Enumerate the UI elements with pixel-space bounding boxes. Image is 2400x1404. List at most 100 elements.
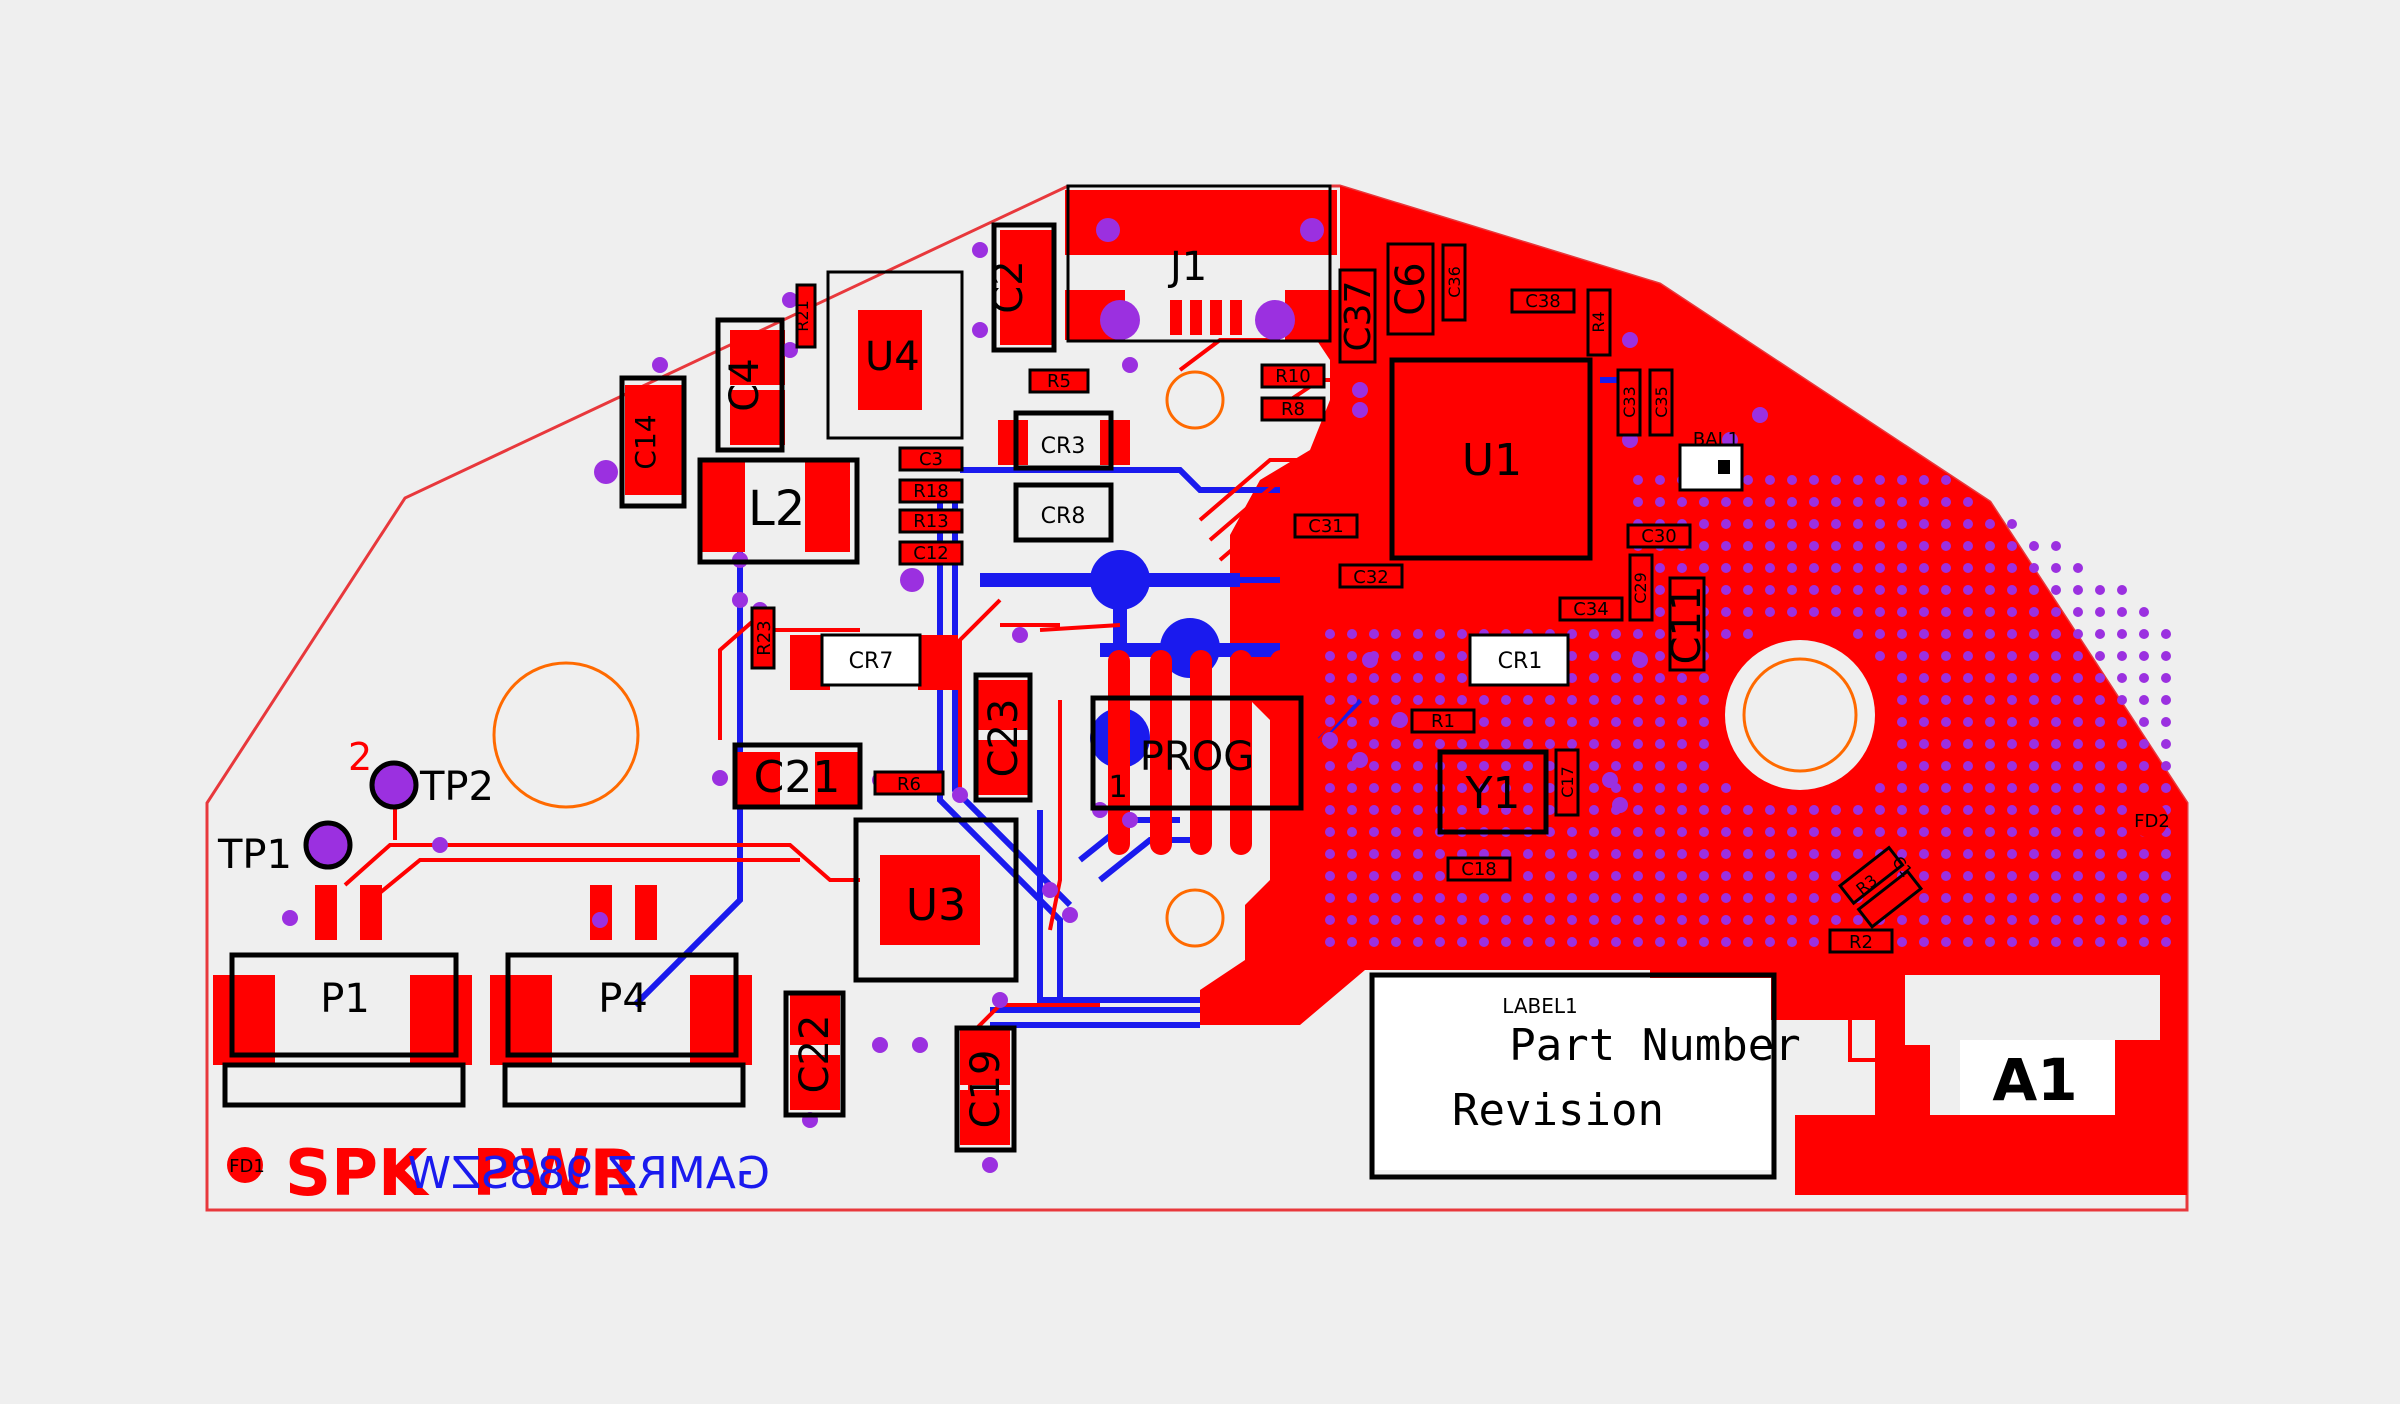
- label-tp2: TP2: [419, 764, 494, 810]
- stitching-via: [1677, 805, 1687, 815]
- stitching-via: [1413, 937, 1423, 947]
- label-tp1: TP1: [217, 832, 292, 878]
- stitching-via: [1523, 849, 1533, 859]
- stitching-via: [1897, 585, 1907, 595]
- stitching-via: [1809, 849, 1819, 859]
- label-u3: U3: [906, 880, 966, 931]
- stitching-via: [1897, 783, 1907, 793]
- stitching-via: [1875, 805, 1885, 815]
- stitching-via: [1479, 717, 1489, 727]
- stitching-via: [1435, 673, 1445, 683]
- stitching-via: [1567, 849, 1577, 859]
- stitching-via: [2029, 651, 2039, 661]
- label1-background: [1375, 978, 1771, 1170]
- tp2-pad[interactable]: [369, 760, 419, 810]
- stitching-via: [1545, 871, 1555, 881]
- stitching-via: [1765, 805, 1775, 815]
- stitching-via: [1677, 937, 1687, 947]
- label-fd1: FD1: [229, 1156, 265, 1177]
- stitching-via: [1963, 519, 1973, 529]
- stitching-via: [1435, 651, 1445, 661]
- stitching-via: [1985, 849, 1995, 859]
- stitching-via: [1611, 849, 1621, 859]
- stitching-via: [1831, 497, 1841, 507]
- stitching-via: [2139, 849, 2149, 859]
- stitching-via: [1985, 717, 1995, 727]
- tp1-pad[interactable]: [303, 820, 353, 870]
- label-p1: P1: [320, 976, 370, 1022]
- stitching-via: [1325, 937, 1335, 947]
- stitching-via: [1743, 915, 1753, 925]
- stitching-via: [2161, 651, 2171, 661]
- stitching-via: [1765, 519, 1775, 529]
- stitching-via: [1809, 563, 1819, 573]
- stitching-via: [2051, 695, 2061, 705]
- stitching-via: [1391, 651, 1401, 661]
- label-c2: C2: [986, 260, 1032, 313]
- stitching-via: [1809, 541, 1819, 551]
- stitching-via: [1567, 695, 1577, 705]
- stitching-via: [1963, 871, 1973, 881]
- stitching-via: [1611, 717, 1621, 727]
- stitching-via: [1853, 849, 1863, 859]
- stitching-via: [1897, 915, 1907, 925]
- stitching-via: [1325, 761, 1335, 771]
- label-c36: C36: [1445, 266, 1464, 298]
- label-y1: Y1: [1465, 768, 1521, 819]
- stitching-via: [2095, 805, 2105, 815]
- stitching-via: [1633, 739, 1643, 749]
- stitching-via: [1347, 893, 1357, 903]
- stitching-via: [1435, 739, 1445, 749]
- stitching-via: [1743, 805, 1753, 815]
- stitching-via: [1677, 827, 1687, 837]
- stitching-via: [1765, 541, 1775, 551]
- label-c35: C35: [1652, 386, 1671, 418]
- small-silk-boxes: [750, 242, 1894, 954]
- stitching-via: [1919, 849, 1929, 859]
- stitching-via: [1589, 805, 1599, 815]
- stitching-via: [1963, 695, 1973, 705]
- stitching-via: [1611, 893, 1621, 903]
- stitching-via: [1831, 849, 1841, 859]
- stitching-via: [2007, 761, 2017, 771]
- stitching-via: [1413, 871, 1423, 881]
- stitching-via: [1369, 717, 1379, 727]
- stitching-via: [1787, 893, 1797, 903]
- stitching-via: [1985, 783, 1995, 793]
- label-c38: C38: [1525, 291, 1560, 312]
- label-c17: C17: [1558, 766, 1577, 798]
- stitching-via: [1853, 541, 1863, 551]
- label-j1: J1: [1167, 244, 1207, 290]
- stitching-via: [1369, 761, 1379, 771]
- stitching-via: [1963, 827, 1973, 837]
- stitching-via: [1765, 937, 1775, 947]
- stitching-via: [2007, 915, 2017, 925]
- stitching-via: [2073, 651, 2083, 661]
- bottom-pad-1: [1090, 550, 1150, 610]
- stitching-via: [1457, 805, 1467, 815]
- stitching-via: [2161, 739, 2171, 749]
- stitching-via: [1589, 893, 1599, 903]
- stitching-via: [1633, 937, 1643, 947]
- stitching-via: [1545, 739, 1555, 749]
- stitching-via: [1413, 739, 1423, 749]
- stitching-via: [1677, 695, 1687, 705]
- stitching-via: [1589, 651, 1599, 661]
- mount-hole-right: [1742, 657, 1858, 773]
- stitching-via: [2073, 827, 2083, 837]
- top-layer-text: SPK PWR: [285, 1137, 639, 1211]
- stitching-via: [2051, 805, 2061, 815]
- mount-hole-left: [492, 661, 640, 809]
- stitching-via: [1655, 849, 1665, 859]
- stitching-via: [2007, 827, 2017, 837]
- label-u1: U1: [1462, 435, 1522, 486]
- stitching-via: [1413, 673, 1423, 683]
- stitching-via: [1523, 695, 1533, 705]
- stitching-via: [1391, 739, 1401, 749]
- stitching-via: [1369, 893, 1379, 903]
- stitching-via: [1655, 629, 1665, 639]
- stitching-via: [1699, 783, 1709, 793]
- stitching-via: [2139, 717, 2149, 727]
- stitching-via: [1699, 893, 1709, 903]
- stitching-via: [1589, 827, 1599, 837]
